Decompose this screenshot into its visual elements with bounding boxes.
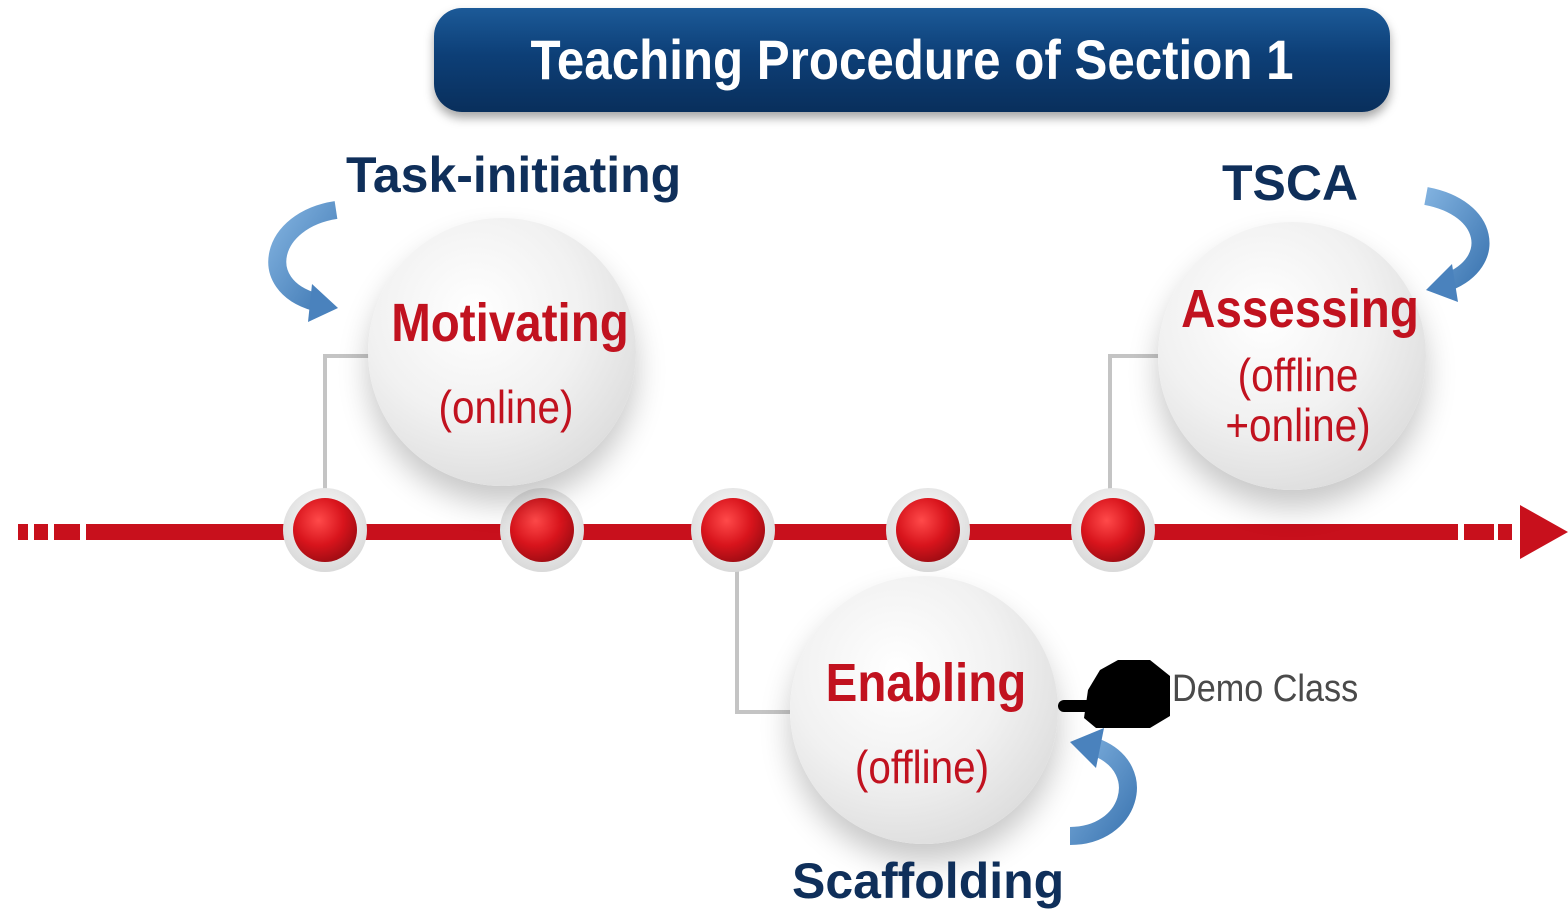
timeline-dot (886, 488, 970, 572)
connector-assessing (1108, 354, 1160, 528)
label-tsca: TSCA (1222, 155, 1359, 211)
label-task-initiating: Task-initiating (346, 147, 682, 203)
demo-class-label: Demo Class (1172, 668, 1359, 710)
connector-lines (323, 354, 1160, 714)
title-banner (434, 8, 1390, 112)
connector-motivating (323, 354, 372, 528)
curved-arrow-icon (268, 201, 338, 322)
stage-subtitle-assessing-line1: (offline (1237, 349, 1359, 401)
timeline-dot (691, 488, 775, 572)
pointing-hand-icon (1058, 660, 1170, 728)
stage-circle-motivating (368, 218, 636, 486)
label-scaffolding: Scaffolding (792, 853, 1065, 909)
connector-enabling (735, 528, 790, 714)
timeline-dot (1071, 488, 1155, 572)
curved-arrow-icon (1424, 187, 1490, 302)
timeline-dot (500, 488, 584, 572)
stage-circle-assessing (1158, 222, 1426, 490)
stage-subtitle-enabling: (offline) (854, 741, 990, 793)
page-title: Teaching Procedure of Section 1 (530, 28, 1294, 91)
stage-title-enabling: Enabling (825, 653, 1027, 713)
stage-title-assessing: Assessing (1181, 279, 1419, 339)
stage-subtitle-assessing-line2: +online) (1225, 399, 1371, 451)
timeline-dot (283, 488, 367, 572)
curved-arrow-icon (1069, 728, 1137, 845)
stage-subtitle-motivating: (online) (438, 381, 574, 433)
timeline-dots (283, 488, 1155, 572)
stage-title-motivating: Motivating (391, 293, 629, 353)
stage-circle-enabling (790, 576, 1058, 844)
